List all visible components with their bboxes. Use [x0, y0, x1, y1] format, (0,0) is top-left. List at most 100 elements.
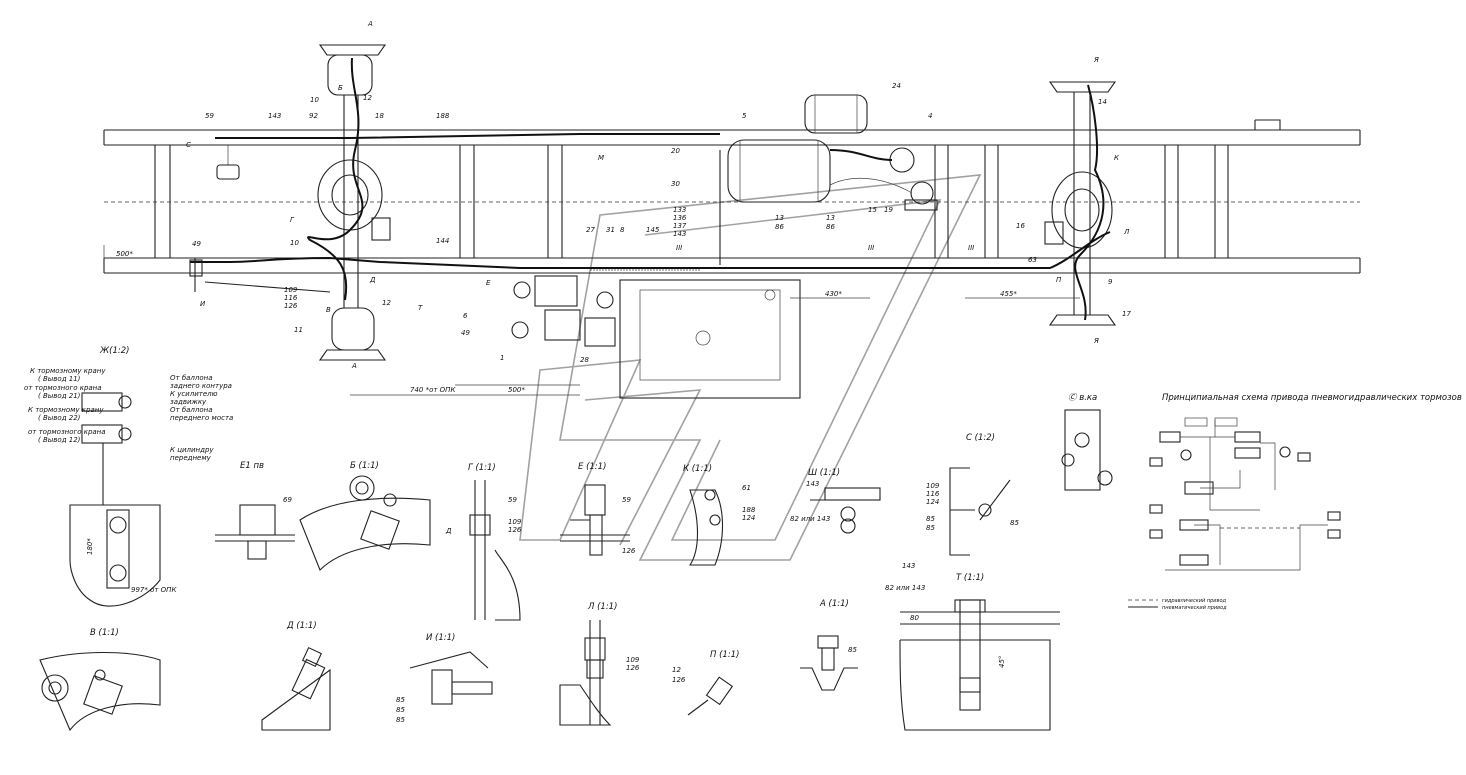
callout-49: 49 — [192, 240, 201, 248]
svg-text:12: 12 — [672, 666, 681, 674]
svg-text:85: 85 — [396, 706, 405, 714]
callout-28: 28 — [580, 356, 589, 364]
callout-145: 145 — [646, 226, 660, 234]
callout-30: 30 — [671, 180, 680, 188]
callout-8: 8 — [620, 226, 625, 234]
detail-sh: Ш (1:1) 82 или 143 143 — [790, 468, 881, 534]
svg-text:Т (1:1): Т (1:1) — [956, 573, 984, 583]
detail-t: Т (1:1) 143 82 или 143 80 45° — [885, 562, 1060, 731]
detail-a: А (1:1) 85 — [800, 599, 858, 691]
svg-text:переднего моста: переднего моста — [170, 414, 233, 422]
callout-T: Т — [418, 304, 423, 312]
callout-6: 6 — [463, 312, 468, 320]
svg-text:109: 109 — [626, 656, 640, 664]
svg-text:( Вывод 22): ( Вывод 22) — [38, 414, 81, 422]
svg-text:От баллона: От баллона — [170, 374, 213, 382]
callout-9: 9 — [1108, 278, 1113, 286]
svg-text:82 или 143: 82 или 143 — [885, 584, 925, 592]
svg-text:задвижку: задвижку — [170, 398, 207, 406]
callout-12-top: 12 — [363, 94, 372, 102]
svg-text:( Вывод 21): ( Вывод 21) — [38, 392, 81, 400]
callout-133: 133 — [673, 206, 686, 214]
callout-92: 92 — [309, 112, 318, 120]
callout-P: П — [1056, 276, 1062, 284]
dim-430: 430* — [825, 290, 842, 298]
svg-text:Г (1:1): Г (1:1) — [468, 463, 496, 473]
svg-text:С (1:2): С (1:2) — [966, 433, 995, 443]
callout-11: 11 — [294, 326, 303, 334]
callout-137: 137 — [673, 222, 687, 230]
callout-126: 126 — [284, 302, 298, 310]
svg-text:45°: 45° — [998, 656, 1006, 668]
callout-143: 143 — [673, 230, 686, 238]
zh-title: Ж(1:2) — [99, 346, 129, 356]
callout-17: 17 — [1122, 310, 1131, 318]
front-axle — [307, 44, 391, 361]
watermark-logo — [519, 174, 982, 561]
detail-c: Ⓒ в.ка — [1061, 392, 1113, 491]
callout-136: 136 — [673, 214, 687, 222]
detail-e1: Е1 пв 69 — [215, 461, 295, 560]
callout-D: Д — [369, 276, 376, 284]
svg-text:116: 116 — [926, 490, 940, 498]
svg-text:85: 85 — [396, 696, 405, 704]
svg-text:69: 69 — [283, 496, 292, 504]
svg-text:59: 59 — [508, 496, 517, 504]
callout-III-3: III — [968, 244, 974, 252]
detail-k: К (1:1) 61 188 124 — [683, 464, 756, 566]
callout-24: 24 — [892, 82, 901, 90]
callout-14: 14 — [1098, 98, 1107, 106]
svg-text:80: 80 — [910, 614, 919, 622]
callout-Ya-bottom: Я — [1093, 337, 1099, 345]
svg-text:997* от ОПК: 997* от ОПК — [131, 586, 177, 594]
callout-86a: 86 — [775, 223, 784, 231]
callout-A-bottom: А — [351, 362, 357, 370]
callout-43: 143 — [268, 112, 281, 120]
svg-text:143: 143 — [902, 562, 915, 570]
callout-18: 18 — [375, 112, 384, 120]
detail-d: Д (1:1) — [261, 621, 331, 731]
callout-1: 1 — [500, 354, 504, 362]
detail-l: Л (1:1) 109 126 — [559, 602, 640, 726]
svg-text:124: 124 — [742, 514, 755, 522]
svg-text:от тормозного крана: от тормозного крана — [28, 428, 106, 436]
callout-K: К — [1114, 154, 1120, 162]
svg-text:Е (1:1): Е (1:1) — [578, 462, 606, 472]
callout-31: 31 — [606, 226, 615, 234]
svg-text:Л (1:1): Л (1:1) — [587, 602, 617, 612]
callout-63: 63 — [1028, 256, 1037, 264]
air-receiver — [727, 94, 938, 211]
dim-500a: 500* — [116, 250, 133, 258]
svg-text:Ⓒ в.ка: Ⓒ в.ка — [1068, 392, 1097, 403]
callout-49b: 49 — [461, 329, 470, 337]
svg-text:143: 143 — [806, 480, 819, 488]
callout-15: 15 — [868, 206, 877, 214]
callout-20: 20 — [671, 147, 680, 155]
callout-I: И — [200, 300, 206, 308]
detail-v: В (1:1) — [39, 628, 161, 732]
svg-text:126: 126 — [626, 664, 640, 672]
svg-text:Д: Д — [445, 527, 452, 535]
svg-text:Е1 пв: Е1 пв — [240, 461, 264, 471]
schematic-title: Принципиальная схема привода пневмогидра… — [1162, 393, 1462, 403]
callout-B: Б — [338, 84, 343, 92]
dimension-lines — [103, 245, 1080, 396]
callout-Ya-top: Я — [1093, 56, 1099, 64]
callout-19: 19 — [884, 206, 893, 214]
rear-axle — [1044, 81, 1117, 326]
svg-text:180*: 180* — [86, 538, 94, 555]
svg-text:от тормозного крана: от тормозного крана — [24, 384, 102, 392]
svg-text:Ш (1:1): Ш (1:1) — [808, 468, 840, 478]
detail-i: И (1:1) 85 85 85 — [396, 633, 493, 724]
callout-10: 10 — [310, 96, 319, 104]
brake-lines — [189, 133, 1111, 293]
dim-740: 740 *от ОПК — [410, 386, 456, 394]
callout-13b: 13 — [826, 214, 835, 222]
brake-valve-cluster — [511, 275, 801, 399]
svg-text:К (1:1): К (1:1) — [683, 464, 712, 474]
svg-text:85: 85 — [848, 646, 857, 654]
svg-text:гидравлический привод: гидравлический привод — [1162, 598, 1227, 604]
callout-116: 116 — [284, 294, 298, 302]
detail-s: С (1:2) 109 116 124 85 85 85 — [926, 433, 1019, 556]
